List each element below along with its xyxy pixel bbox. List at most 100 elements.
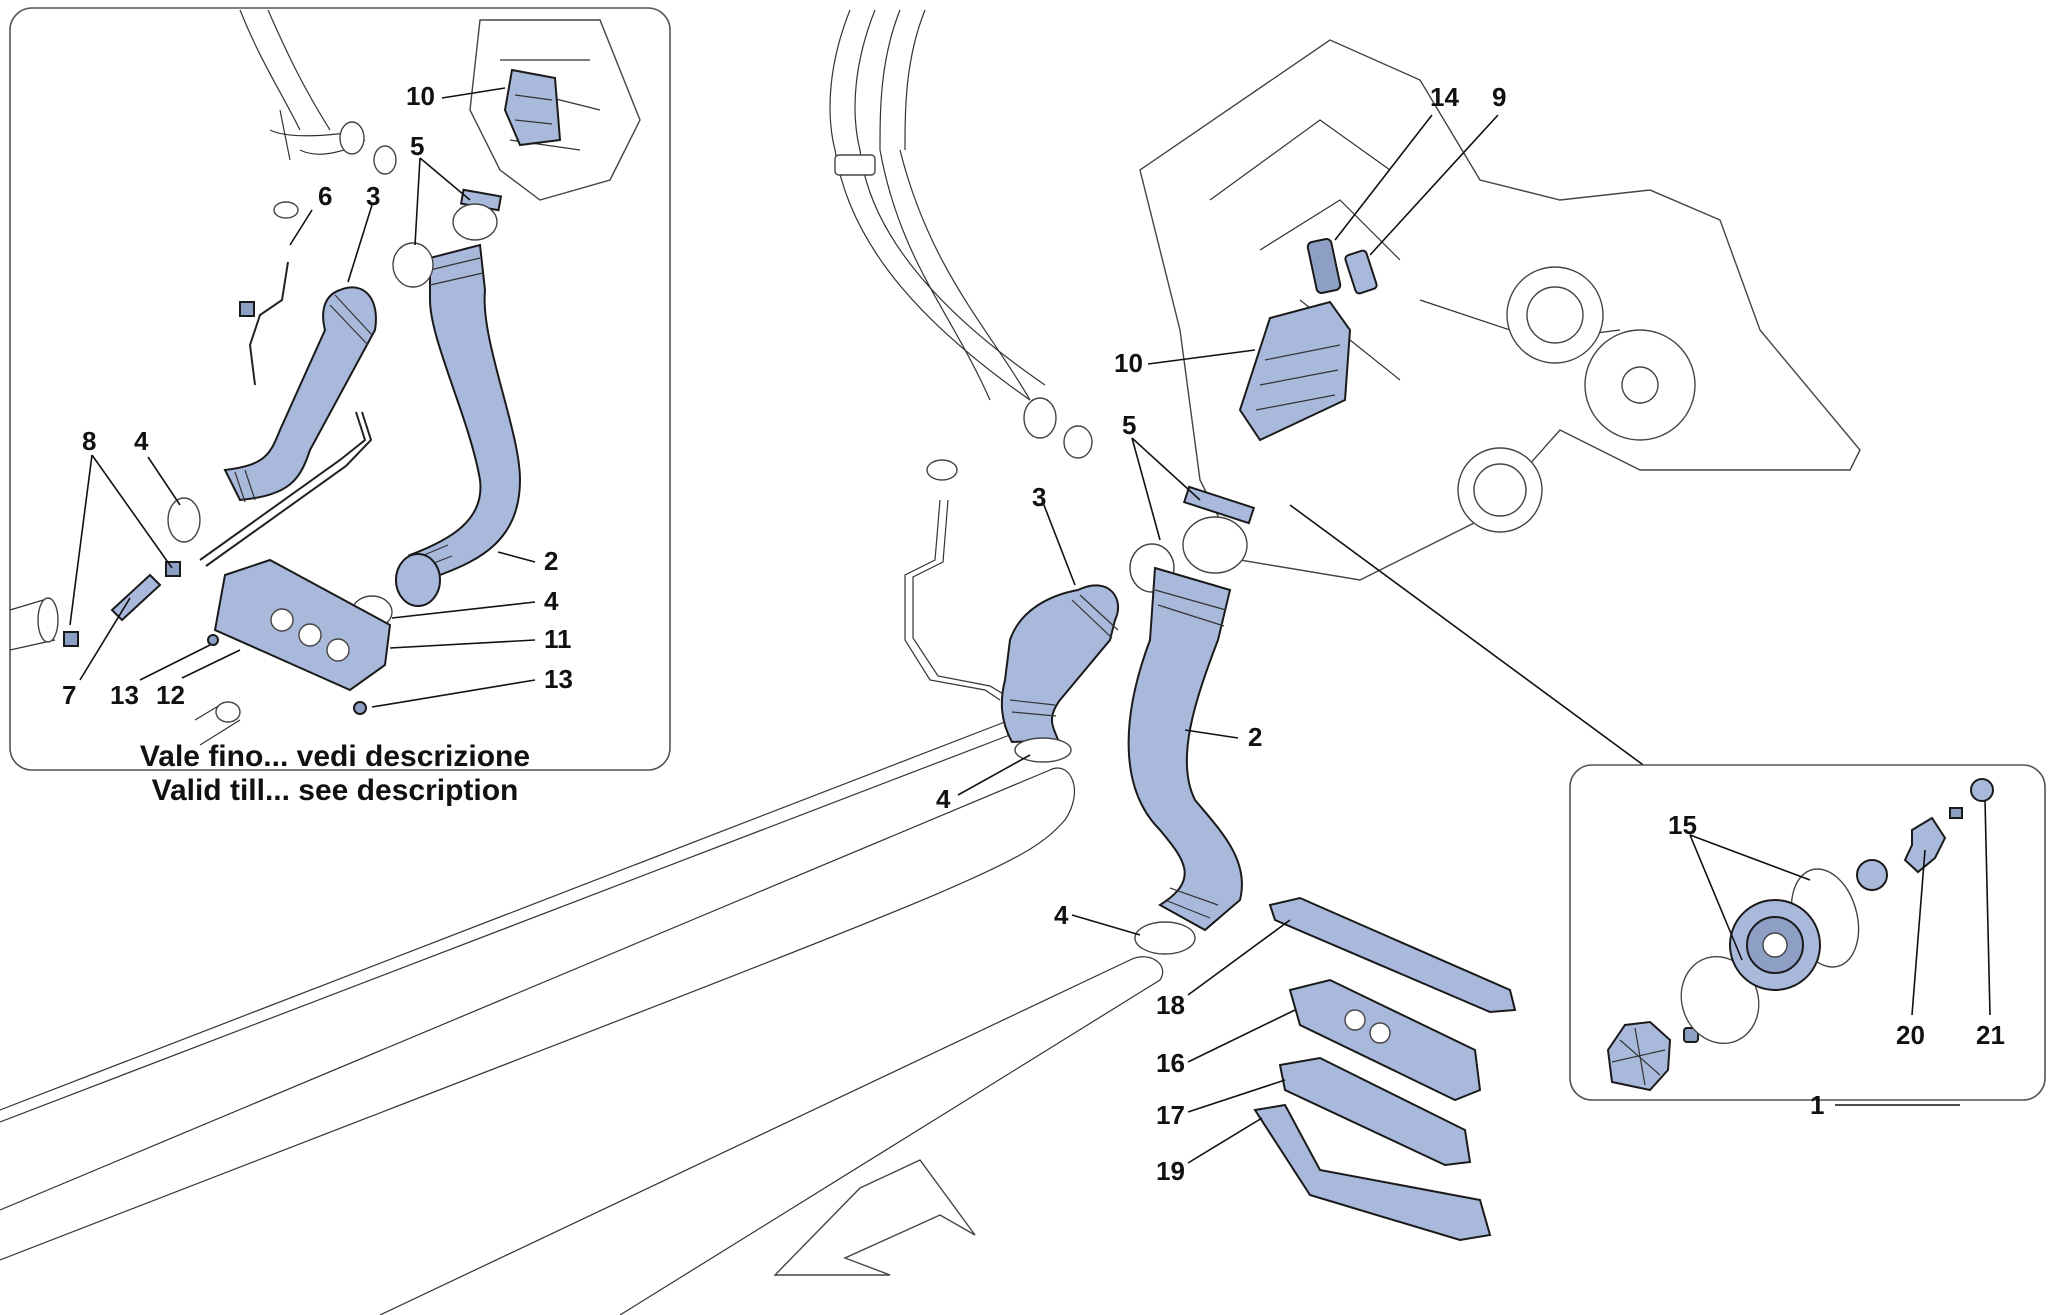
inset-return-pipe — [199, 411, 367, 561]
inset-thermostat-ribs — [514, 94, 553, 125]
main-ghost-hose-left — [829, 9, 876, 151]
main-hose-2-ribs — [1154, 589, 1227, 919]
main-leader-4b — [1071, 914, 1141, 936]
main-bracket-16-hole-a — [1344, 1009, 1366, 1031]
main-engine-ribs — [1209, 119, 1621, 381]
main-engine-seal — [1473, 463, 1527, 517]
inset-callout-2: 2 — [544, 546, 558, 576]
inset-nut — [273, 201, 299, 219]
inset-bolt-13a — [207, 634, 219, 646]
inset-clamp-4a — [167, 497, 201, 543]
inset-ghost-pipe-end-a — [37, 597, 59, 643]
main-leader-19 — [1187, 1117, 1263, 1164]
main-thermostat-ribs — [1255, 344, 1341, 411]
main-leader-9 — [1369, 114, 1499, 256]
pump-washer — [1949, 807, 1963, 819]
inset-hose-3 — [223, 286, 377, 502]
main-outlet-flange — [1182, 516, 1248, 574]
main-leader-14 — [1334, 114, 1433, 241]
inset-callout-13a: 13 — [110, 680, 139, 710]
main-ghost-hose-end — [1023, 397, 1057, 439]
inset-ghost-hose-top — [239, 9, 331, 131]
inset-leader-4a — [147, 456, 181, 506]
inset-bolt-13b — [353, 701, 367, 715]
inset-leader-11 — [389, 639, 536, 649]
main-bracket-17 — [1278, 1056, 1472, 1167]
main-hose-3 — [1000, 584, 1120, 744]
inset-leader-10 — [441, 87, 506, 99]
pump-callout-1: 1 — [1810, 1090, 1824, 1120]
inset-leader-4b — [391, 601, 536, 619]
inset-leader-3 — [347, 204, 373, 283]
inset-callout-13b: 13 — [544, 664, 573, 694]
main-engine-fan-hub — [1621, 366, 1659, 404]
inset-outlet-flange — [452, 203, 498, 241]
main-callout-3: 3 — [1032, 482, 1046, 512]
inset-panel: 10 5 6 3 8 4 2 4 11 7 13 12 13 Vale fino… — [9, 7, 671, 807]
main-bleed-line — [904, 499, 1001, 701]
main-callout-18: 18 — [1156, 990, 1185, 1020]
main-callout-14: 14 — [1430, 82, 1459, 112]
inset-callout-10: 10 — [406, 81, 435, 111]
main-bleed-line-edge — [912, 499, 1006, 696]
main-callout-9: 9 — [1492, 82, 1506, 112]
inset-bleed-clip — [239, 301, 255, 317]
inset-callout-11: 11 — [544, 624, 572, 654]
pump-o-ring-small — [1680, 955, 1760, 1045]
main-callout-4b: 4 — [1054, 900, 1069, 930]
inset-callout-4b: 4 — [544, 586, 559, 616]
pump-cap-21 — [1970, 778, 1994, 802]
inset-return-pipe-edge — [205, 411, 373, 567]
main-callout-5: 5 — [1122, 410, 1136, 440]
caption-english: Valid till... see description — [152, 774, 519, 807]
main-callout-4a: 4 — [936, 784, 951, 814]
inset-thermostat-cover — [503, 68, 562, 147]
main-ghost-radiator-pipe-a — [0, 719, 1016, 1123]
inset-callout-6: 6 — [318, 181, 332, 211]
inset-hose-2-ribs — [411, 257, 484, 571]
pump-bleed-nut — [1856, 859, 1888, 891]
main-fitting-9 — [1344, 249, 1378, 295]
inset-clamp-5 — [392, 242, 434, 288]
inset-leader-13a — [139, 644, 211, 681]
inset-bracket-hole-a — [270, 608, 294, 632]
main-callout-19: 19 — [1156, 1156, 1185, 1186]
pump-callout-21: 21 — [1976, 1020, 2005, 1050]
main-leader-17 — [1187, 1079, 1286, 1113]
inset-leader-2 — [497, 551, 536, 563]
main-ghost-nut — [926, 459, 958, 481]
inset-leader-12 — [181, 649, 241, 679]
pump-leader-20 — [1911, 849, 1926, 1016]
inset-leader-13b — [371, 679, 536, 708]
main-leader-16 — [1187, 1009, 1296, 1063]
pump-impeller-vanes — [1611, 1027, 1666, 1086]
pump-fitting-20 — [1903, 816, 1947, 874]
main-ghost-hose-long — [834, 149, 1046, 401]
pump-callout-20: 20 — [1896, 1020, 1925, 1050]
inset-leader-7 — [79, 597, 131, 681]
inset-ghost-pipe-end-b — [215, 701, 241, 723]
inset-leader-5 — [414, 157, 471, 246]
main-bracket-19 — [1253, 1103, 1492, 1242]
main-hose-3-ribs — [1009, 594, 1119, 717]
main-engine-pulley-hub — [1526, 286, 1584, 344]
main-callout-2: 2 — [1248, 722, 1262, 752]
pump-shaft-nut — [1683, 1027, 1699, 1043]
inset-hose-3-ribs — [234, 294, 373, 503]
main-hose-2 — [1127, 566, 1243, 932]
main-callout-16: 16 — [1156, 1048, 1185, 1078]
main-leader-10 — [1147, 349, 1256, 365]
main-thermostat-cover — [1238, 300, 1352, 442]
main-leader-3 — [1041, 499, 1076, 586]
inset-ghost-hose-cap — [339, 121, 365, 155]
inset-bleed-pipe — [248, 261, 289, 386]
inset-hose-2-end — [395, 553, 441, 607]
main-leader-18 — [1187, 919, 1291, 996]
inset-callout-7: 7 — [62, 680, 76, 710]
pump-callout-15: 15 — [1668, 810, 1697, 840]
inset-leader-8 — [69, 454, 173, 626]
pump-leader-21 — [1984, 799, 1991, 1016]
inset-callout-12: 12 — [156, 680, 185, 710]
inset-bracket-hole-b — [298, 623, 322, 647]
